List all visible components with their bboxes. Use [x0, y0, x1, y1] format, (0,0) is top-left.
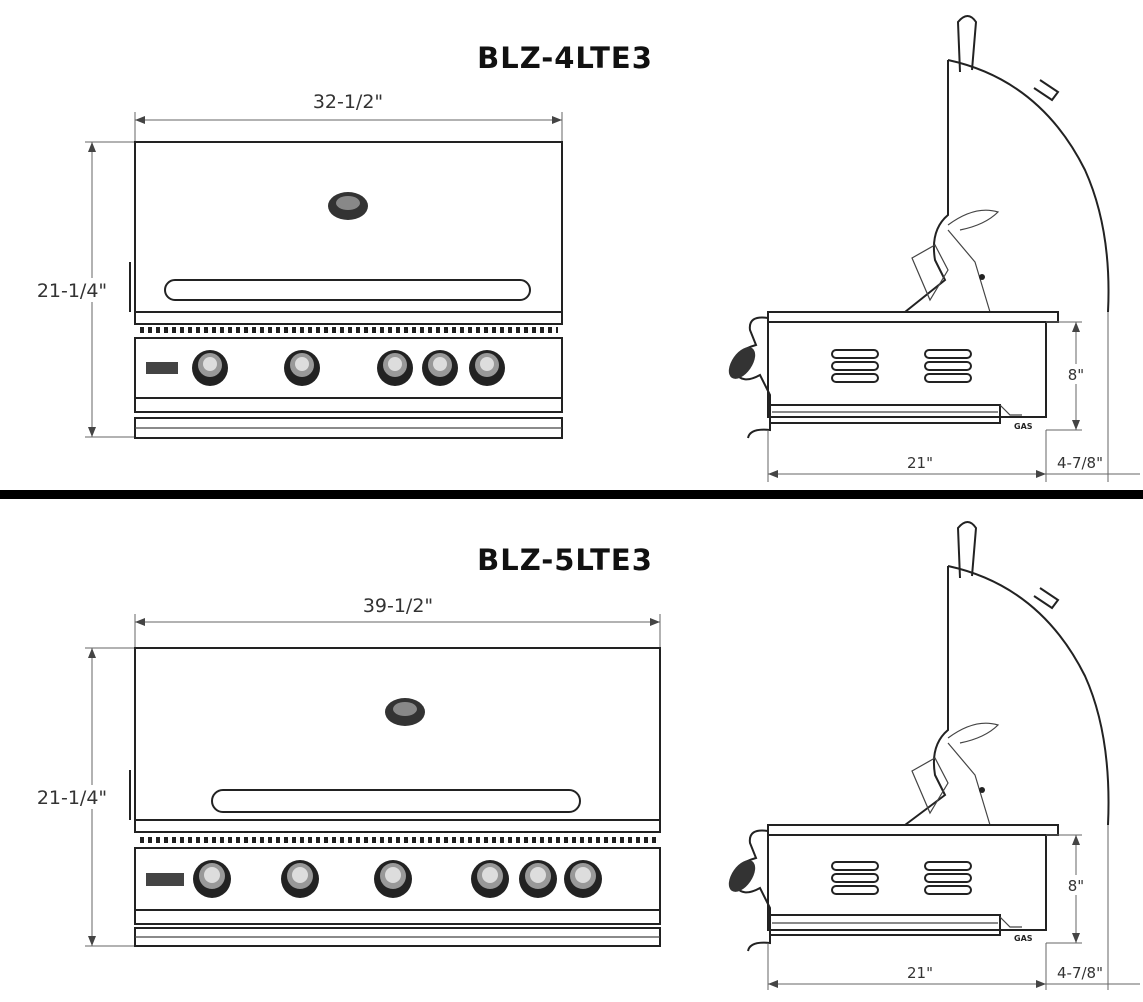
knob-icon	[377, 350, 413, 386]
front-width-label: 32-1/2"	[313, 91, 383, 113]
gas-label: GAS	[1014, 422, 1033, 431]
model-title: BLZ-5LTE3	[477, 543, 653, 577]
front-height-label: 21-1/4"	[37, 787, 107, 809]
grill-front-icon: 39-1/2" 21-1/4"	[18, 595, 661, 947]
gas-label: GAS	[1014, 934, 1033, 943]
handle-icon	[164, 279, 531, 301]
knob-icon	[469, 350, 505, 386]
handle-icon	[211, 789, 581, 813]
section-divider	[0, 490, 1143, 499]
grill-side-icon: GAS 8" 21" 4-7/8"	[728, 521, 1140, 990]
knob-icon	[519, 860, 557, 898]
vent-icon	[831, 349, 972, 383]
vent-icon	[831, 861, 972, 895]
knob-icon	[471, 860, 509, 898]
brand-badge	[146, 362, 178, 374]
side-height-label: 8"	[1068, 877, 1084, 895]
knob-icon	[564, 860, 602, 898]
side-height-label: 8"	[1068, 366, 1084, 384]
side-depth-label: 21"	[907, 964, 933, 982]
model-section-2: BLZ-5LTE3 39-1/2" 21-1/4"	[18, 521, 1140, 990]
knob-icon	[281, 860, 319, 898]
grill-front-icon: 32-1/2" 21-1/4"	[18, 91, 563, 439]
knob-icon	[422, 350, 458, 386]
side-depth-label: 21"	[907, 454, 933, 472]
rear-clearance-label: 4-7/8"	[1057, 454, 1103, 472]
front-height-label: 21-1/4"	[37, 280, 107, 302]
model-title: BLZ-4LTE3	[477, 41, 653, 75]
knob-icon	[192, 350, 228, 386]
front-width-label: 39-1/2"	[363, 595, 433, 617]
model-section-1: BLZ-4LTE3 32-1/2" 21-1/4"	[18, 15, 1140, 482]
knob-icon	[374, 860, 412, 898]
knob-icon	[193, 860, 231, 898]
grill-side-icon: GAS 8" 21" 4-7/8"	[728, 15, 1140, 482]
knob-icon	[284, 350, 320, 386]
rear-clearance-label: 4-7/8"	[1057, 964, 1103, 982]
brand-badge	[146, 873, 184, 886]
